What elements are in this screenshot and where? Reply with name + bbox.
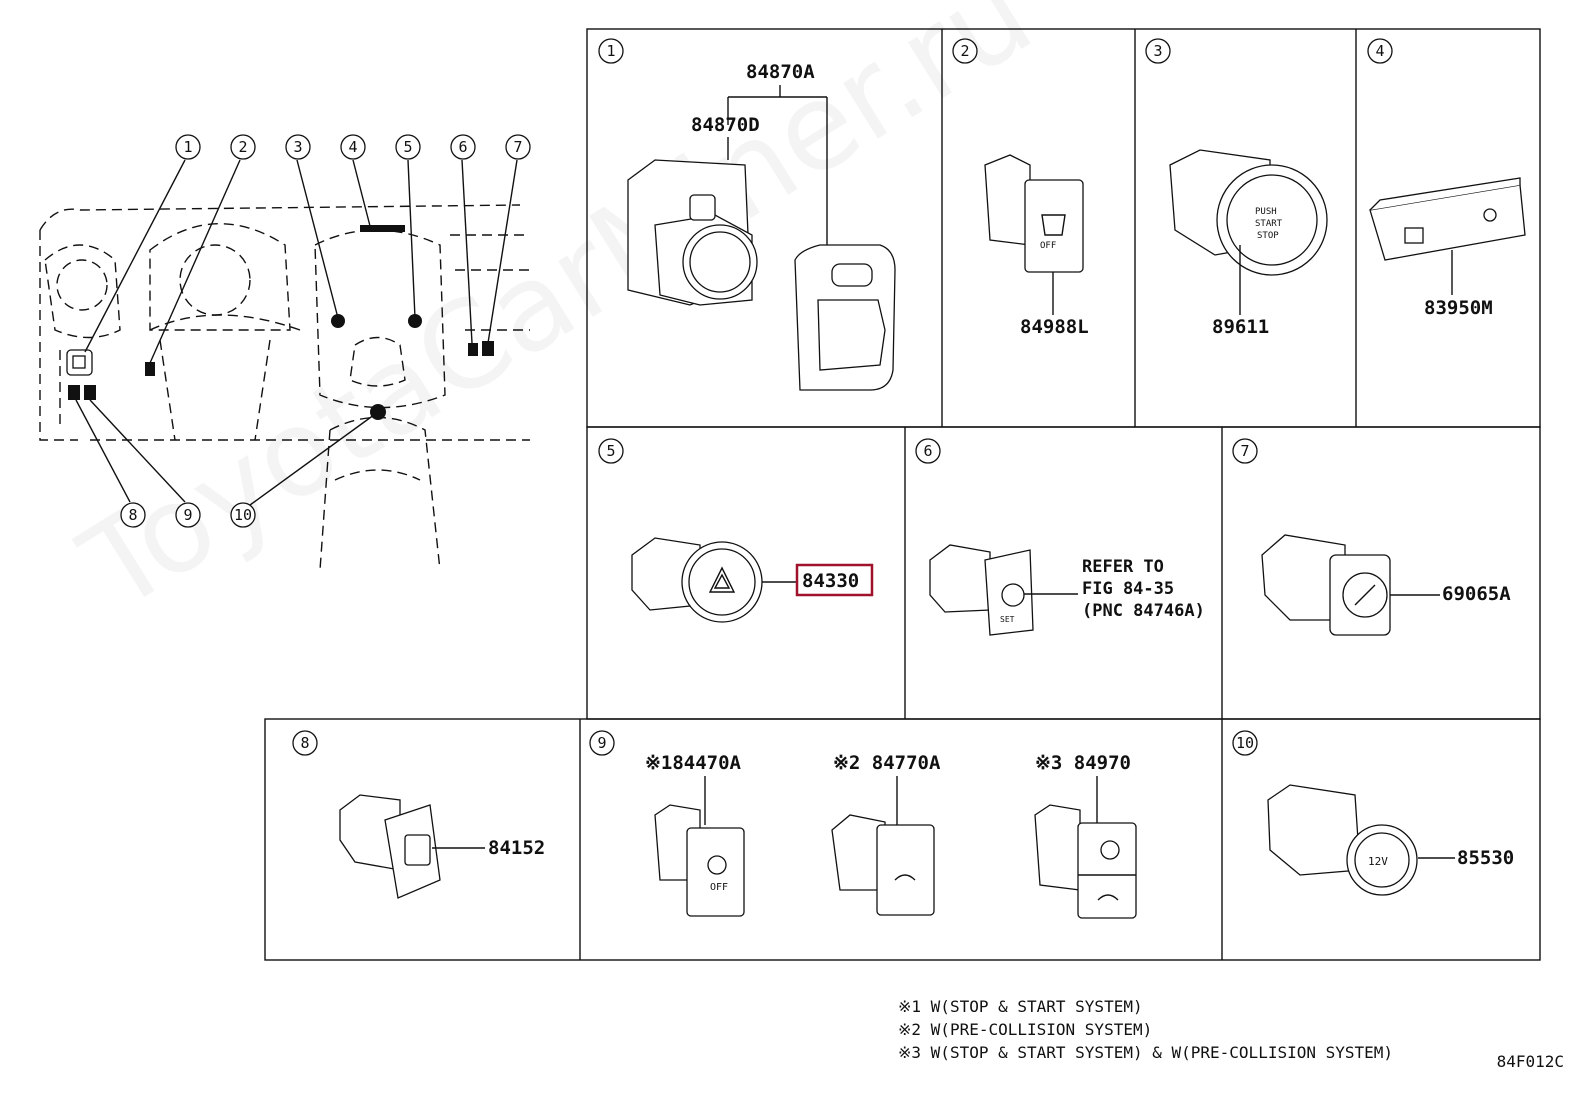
panel-index-7: 7 xyxy=(1232,438,1258,464)
hazard-switch-84330 xyxy=(631,537,763,623)
svg-text:2: 2 xyxy=(238,138,247,156)
panel-index-2: 2 xyxy=(952,38,978,64)
svg-text:6: 6 xyxy=(458,138,467,156)
footnote-3: ※3 W(STOP & START SYSTEM) & W(PRE-COLLIS… xyxy=(898,1043,1394,1062)
set-switch: SET xyxy=(929,544,1034,636)
switch-84770A xyxy=(831,814,935,916)
panel-grid xyxy=(264,28,1541,961)
panel-index-3: 3 xyxy=(1145,38,1171,64)
highlight-box xyxy=(795,563,874,597)
svg-text:4: 4 xyxy=(1375,42,1384,60)
svg-text:9: 9 xyxy=(597,734,606,752)
svg-text:9: 9 xyxy=(183,506,192,524)
footnotes: ※1 W(STOP & START SYSTEM) ※2 W(PRE-COLLI… xyxy=(898,995,1393,1064)
panel-9: 9 ※184470A ※2 84770A ※3 84970 OFF xyxy=(589,730,1137,919)
callout-1: 1 xyxy=(175,134,201,160)
panel-index-1: 1 xyxy=(598,38,624,64)
panel-10: 10 12V 85530 xyxy=(1232,730,1514,896)
switch-84988L xyxy=(984,154,1084,273)
panel-2: 2 OFF 84988L xyxy=(952,38,1089,338)
svg-text:7: 7 xyxy=(1240,442,1249,460)
switch-84152 xyxy=(339,794,441,899)
refer-line-2: FIG 84-35 xyxy=(1082,579,1174,599)
part-number-84152: 84152 xyxy=(488,837,545,859)
svg-text:SET: SET xyxy=(1000,615,1015,624)
start-button-89611: PUSH START STOP xyxy=(1169,149,1328,276)
switch-panel-83950M xyxy=(1369,177,1526,261)
callout-4: 4 xyxy=(340,134,366,160)
footnote-1: ※1 W(STOP & START SYSTEM) xyxy=(898,997,1143,1016)
panel-5: 5 84330 xyxy=(598,438,874,623)
part-number-89611: 89611 xyxy=(1212,316,1269,338)
svg-text:5: 5 xyxy=(403,138,412,156)
svg-text:START: START xyxy=(1255,219,1283,229)
callout-6: 6 xyxy=(450,134,476,160)
svg-text:1: 1 xyxy=(606,42,615,60)
part-number-83950M: 83950M xyxy=(1424,297,1493,319)
callout-3: 3 xyxy=(285,134,311,160)
callout-2: 2 xyxy=(230,134,256,160)
svg-text:12V: 12V xyxy=(1368,855,1388,868)
switch-84970 xyxy=(1034,804,1137,919)
callout-8: 8 xyxy=(120,502,146,528)
dashboard-overview: 1 2 3 4 5 6 7 8 9 10 xyxy=(39,134,531,571)
svg-text:8: 8 xyxy=(128,506,137,524)
part-number-85530: 85530 xyxy=(1457,847,1514,869)
callout-10: 10 xyxy=(230,502,256,528)
panel-3: 3 PUSH START STOP 89611 xyxy=(1145,38,1328,338)
panel-index-5: 5 xyxy=(598,438,624,464)
svg-text:8: 8 xyxy=(300,734,309,752)
svg-text:5: 5 xyxy=(606,442,615,460)
figure-code: 84F012C xyxy=(1496,1052,1564,1071)
svg-text:PUSH: PUSH xyxy=(1255,207,1277,217)
svg-text:OFF: OFF xyxy=(1040,241,1056,251)
svg-text:STOP: STOP xyxy=(1257,231,1279,241)
svg-text:3: 3 xyxy=(293,138,302,156)
panel-1: 1 84870A 84870D xyxy=(598,38,896,391)
svg-text:10: 10 xyxy=(1236,734,1254,752)
panel-index-10: 10 xyxy=(1232,730,1258,756)
panel-index-8: 8 xyxy=(292,730,318,756)
panel-index-6: 6 xyxy=(915,438,941,464)
svg-text:4: 4 xyxy=(348,138,357,156)
power-outlet-85530: 12V xyxy=(1267,784,1418,896)
svg-text:7: 7 xyxy=(513,138,522,156)
panel-8: 8 84152 xyxy=(292,730,545,899)
callout-9: 9 xyxy=(175,502,201,528)
callout-5: 5 xyxy=(395,134,421,160)
svg-text:2: 2 xyxy=(960,42,969,60)
bezel-84870A xyxy=(794,244,896,391)
callout-7: 7 xyxy=(505,134,531,160)
panel-6: 6 SET REFER TO FIG 84-35 (PNC 84746A) xyxy=(915,438,1205,636)
svg-text:3: 3 xyxy=(1153,42,1162,60)
svg-text:10: 10 xyxy=(234,506,252,524)
refer-line-3: (PNC 84746A) xyxy=(1082,601,1205,621)
svg-text:OFF: OFF xyxy=(710,882,728,893)
part-number-69065A: 69065A xyxy=(1442,583,1511,605)
part-number-84330: 84330 xyxy=(802,570,859,592)
panel-7: 7 69065A xyxy=(1232,438,1511,636)
mirror-switch-84870D xyxy=(627,159,758,306)
part-number-84988L: 84988L xyxy=(1020,316,1089,338)
svg-text:6: 6 xyxy=(923,442,932,460)
switch-84470A: OFF xyxy=(654,804,745,917)
footnote-2: ※2 W(PRE-COLLISION SYSTEM) xyxy=(898,1020,1153,1039)
refer-line-1: REFER TO xyxy=(1082,557,1164,577)
panel-index-9: 9 xyxy=(589,730,615,756)
part-number-84870D: 84870D xyxy=(691,114,760,136)
panel-index-4: 4 xyxy=(1367,38,1393,64)
usb-switch-69065A xyxy=(1261,534,1391,636)
part-number-84770A: ※2 84770A xyxy=(833,752,941,774)
part-number-84870A: 84870A xyxy=(746,61,815,83)
svg-text:1: 1 xyxy=(183,138,192,156)
panel-4: 4 83950M xyxy=(1367,38,1526,319)
part-number-84470A: ※184470A xyxy=(645,752,742,774)
part-number-84970: ※3 84970 xyxy=(1035,752,1131,774)
